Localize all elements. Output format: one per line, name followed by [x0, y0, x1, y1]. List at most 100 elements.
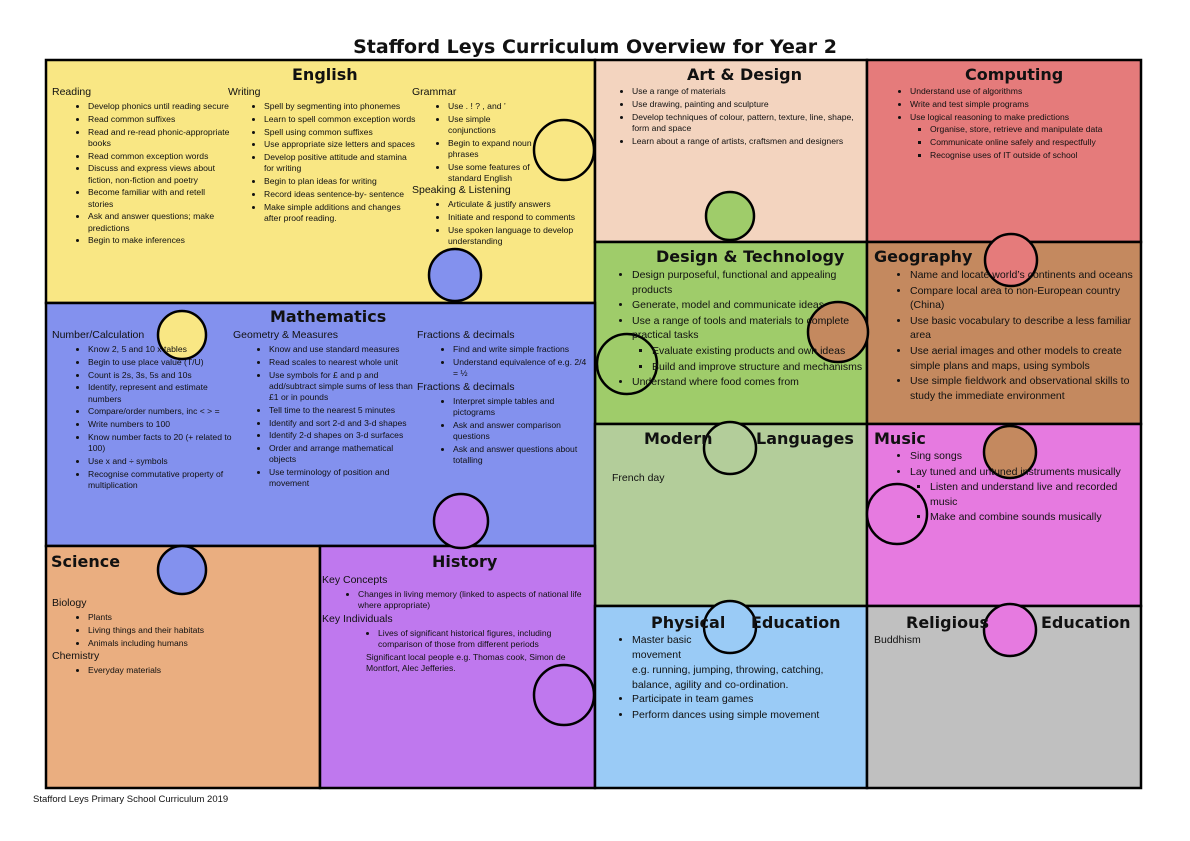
list-item: Develop positive attitude and stamina fo… — [264, 152, 418, 174]
list-item: Evaluate existing products and own ideas — [652, 344, 866, 359]
list-item: Living things and their habitats — [88, 625, 312, 636]
list-item: Plants — [88, 612, 312, 623]
biology-list: PlantsLiving things and their habitatsAn… — [52, 612, 312, 649]
list-item: Develop techniques of colour, pattern, t… — [632, 112, 862, 134]
maths-geometry: Geometry & Measures Know and use standar… — [233, 329, 413, 491]
individuals-note: Significant local people e.g. Thomas coo… — [366, 652, 566, 674]
speaking-heading: Speaking & Listening — [412, 184, 511, 196]
footer-text: Stafford Leys Primary School Curriculum … — [33, 794, 229, 805]
writing-heading: Writing — [228, 86, 261, 98]
history-individuals: Key Individuals Lives of significant his… — [322, 613, 592, 674]
list-item: Discuss and express views about fiction,… — [88, 163, 230, 185]
re-text: Buddhism — [874, 634, 921, 646]
list-item: Ask and answer questions; make predictio… — [88, 211, 230, 233]
english-speaking: Speaking & Listening Articulate & justif… — [412, 184, 592, 249]
pe-knob — [702, 599, 758, 655]
pe-item-1: Master basic movement — [632, 633, 702, 662]
list-item: Begin to expand noun phrases — [448, 138, 532, 160]
dt-title: Design & Technology — [656, 247, 845, 266]
list-item: Know number facts to 20 (+ related to 10… — [88, 432, 232, 454]
music-title: Music — [874, 429, 926, 448]
list-item: Everyday materials — [88, 665, 312, 676]
number-heading: Number/Calculation — [52, 329, 145, 341]
list-item: Use some features of standard English — [448, 162, 532, 184]
list-item: Read scales to nearest whole unit — [269, 357, 413, 368]
individuals-list: Lives of significant historical figures,… — [322, 628, 592, 650]
geography-knob-music — [982, 424, 1038, 480]
list-item: Spell by segmenting into phonemes — [264, 101, 418, 112]
list-item: Use simple fieldwork and observational s… — [910, 374, 1138, 403]
grammar-heading: Grammar — [412, 86, 457, 98]
page-title: Stafford Leys Curriculum Overview for Ye… — [353, 36, 837, 58]
english-grammar: Grammar Use . ! ? , and ’ Use simple conj… — [412, 86, 532, 186]
list-item: Lives of significant historical figures,… — [378, 628, 592, 650]
list-item: Identify, represent and estimate numbers — [88, 382, 232, 404]
concepts-list: Changes in living memory (linked to aspe… — [322, 589, 592, 611]
speaking-list: Articulate & justify answersInitiate and… — [412, 199, 592, 247]
fractions2-list: Interpret simple tables and pictogramsAs… — [417, 396, 593, 466]
list-item: Understand equivalence of e.g. 2/4 = ½ — [453, 357, 593, 379]
writing-list: Spell by segmenting into phonemesLearn t… — [228, 101, 418, 224]
list-item: Design purposeful, functional and appeal… — [632, 268, 866, 297]
list-item: Use . ! ? , and ’ — [448, 101, 532, 112]
list-item: Lay tuned and untuned instruments musica… — [910, 465, 1138, 480]
list-item: Identify and sort 2-d and 3-d shapes — [269, 418, 413, 429]
list-item: Read common suffixes — [88, 114, 230, 125]
pe-section: Master basic movement e.g. running, jump… — [596, 633, 862, 724]
dt-sublist: Evaluate existing products and own ideas… — [596, 344, 866, 374]
list-item: Use symbols for £ and p and add/subtract… — [269, 370, 413, 404]
computing-title: Computing — [965, 65, 1064, 84]
chemistry-heading: Chemistry — [52, 650, 100, 663]
list-item: Interpret simple tables and pictograms — [453, 396, 593, 418]
art-section: Use a range of materialsUse drawing, pai… — [596, 86, 862, 148]
list-item: Recognise commutative property of multip… — [88, 469, 232, 491]
english-title: English — [292, 65, 358, 84]
list-item: Find and write simple fractions — [453, 344, 593, 355]
individuals-heading: Key Individuals — [322, 613, 393, 625]
music-list: Sing songsLay tuned and untuned instrume… — [874, 449, 1138, 479]
list-item: Learn about a range of artists, craftsme… — [632, 136, 862, 147]
reading-heading: Reading — [52, 86, 92, 98]
geography-knob-dt — [806, 300, 870, 364]
list-item: Communicate online safely and respectful… — [930, 137, 1138, 148]
re-title-left: Religious — [906, 613, 989, 632]
dt-knob-maths — [595, 332, 659, 396]
computing-piece — [865, 58, 1143, 244]
pe-example: e.g. running, jumping, throwing, catchin… — [632, 664, 824, 691]
mfl-knob — [702, 420, 758, 476]
maths-piece — [44, 301, 597, 548]
list-item: Sing songs — [910, 449, 1138, 464]
list-item: Count is 2s, 3s, 5s and 10s — [88, 370, 232, 381]
list-item: Use basic vocabulary to describe a less … — [910, 314, 1138, 343]
list-item: Write and test simple programs — [910, 99, 1138, 110]
list-item: Organise, store, retrieve and manipulate… — [930, 124, 1138, 135]
dt-knob — [704, 190, 756, 242]
concepts-heading: Key Concepts — [322, 574, 388, 586]
geography-list: Name and locate world’s continents and o… — [874, 268, 1138, 403]
list-item: Articulate & justify answers — [448, 199, 592, 210]
biology-heading: Biology — [52, 597, 87, 609]
dt-list: Design purposeful, functional and appeal… — [596, 268, 866, 343]
list-item: Know 2, 5 and 10 x tables — [88, 344, 232, 355]
geometry-heading: Geometry & Measures — [233, 329, 339, 341]
fractions2-heading: Fractions & decimals — [417, 381, 515, 393]
list-item: Use logical reasoning to make prediction… — [910, 112, 1138, 123]
list-item: Use aerial images and other models to cr… — [910, 344, 1138, 373]
list-item: Use terminology of position and movement — [269, 467, 413, 489]
list-item: Begin to make inferences — [88, 235, 230, 246]
computing-knob — [983, 232, 1039, 288]
list-item: Identify 2-d shapes on 3-d surfaces — [269, 430, 413, 441]
list-item: Order and arrange mathematical objects — [269, 443, 413, 465]
maths-number: Number/Calculation Know 2, 5 and 10 x ta… — [52, 329, 232, 493]
list-item: Become familiar with and retell stories — [88, 187, 230, 209]
maths-knob-science — [156, 544, 208, 596]
science-section: Biology PlantsLiving things and their ha… — [52, 597, 312, 678]
list-item: Use appropriate size letters and spaces — [264, 139, 418, 150]
maths-fractions: Fractions & decimals Find and write simp… — [417, 329, 593, 381]
list-item: Begin to use place value (T/U) — [88, 357, 232, 368]
list-item: Generate, model and communicate ideas — [632, 298, 866, 313]
dt-section: Design purposeful, functional and appeal… — [596, 268, 866, 391]
list-item: Use simple conjunctions — [448, 114, 532, 136]
english-writing: Writing Spell by segmenting into phoneme… — [228, 86, 418, 226]
history-piece — [318, 544, 597, 790]
